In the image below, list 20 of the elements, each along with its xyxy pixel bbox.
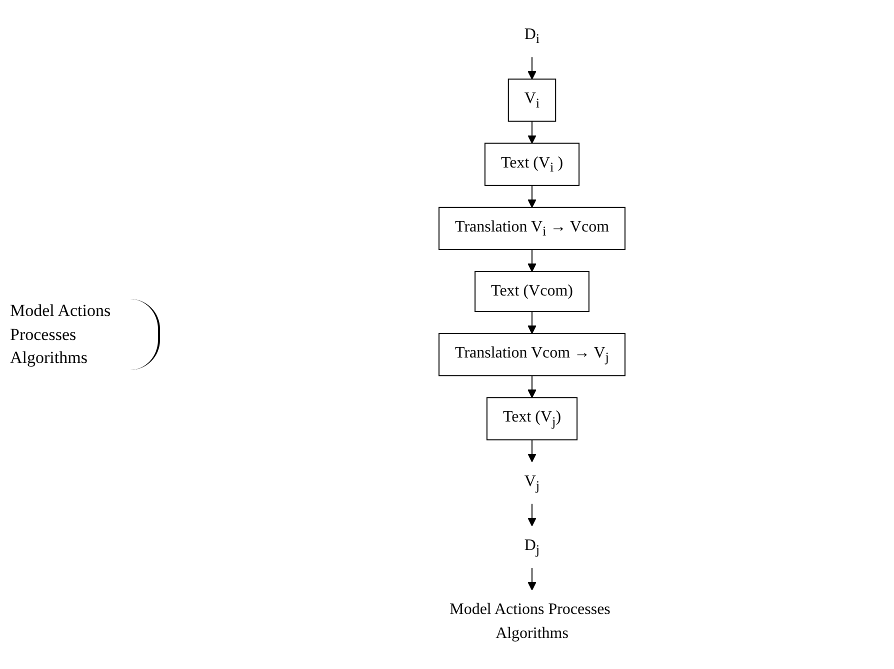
node-text: Model Actions Processes Algorithms xyxy=(450,601,610,642)
arrow xyxy=(528,311,536,334)
arrow xyxy=(528,249,536,272)
node-box: Translation V$_{i}$ → Vcom xyxy=(438,206,626,250)
arrow xyxy=(528,120,536,144)
arrow xyxy=(528,439,536,462)
note-text: Model Actions Processes Algorithms xyxy=(10,298,160,370)
node-box: Text (V$_{i}$ ) xyxy=(484,142,580,186)
node-text: D$_{i}$ xyxy=(524,26,540,46)
node-box: Text (V$_{j}$) xyxy=(486,397,578,440)
node-text: V$_{j}$ xyxy=(524,472,540,493)
node-box: Text (Vcom) xyxy=(474,271,590,312)
node-box: V$_{i}$ xyxy=(508,78,556,122)
node-box: Translation Vcom → V$_{j}$ xyxy=(438,333,626,376)
arrow xyxy=(528,56,536,80)
arrow xyxy=(528,503,536,526)
arrow xyxy=(528,568,536,590)
node-text: D$_{j}$ xyxy=(524,536,540,558)
arrow xyxy=(528,184,536,208)
arrow xyxy=(528,375,536,398)
